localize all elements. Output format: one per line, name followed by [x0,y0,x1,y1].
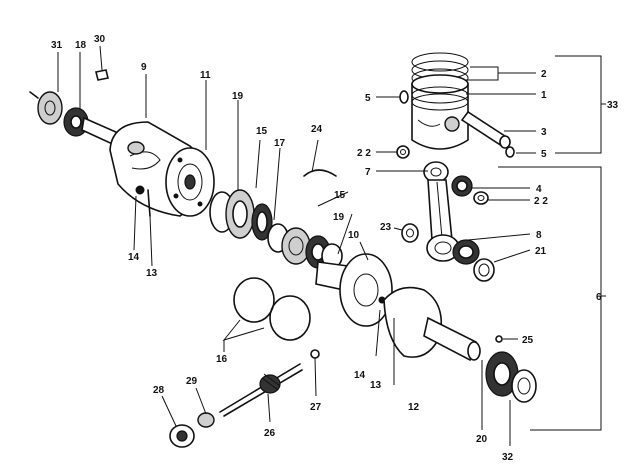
callout-19-lower: 19 [333,212,345,223]
crankshaft-icon [29,91,215,217]
big-end-bearing-icon [452,239,480,265]
callout-23: 23 [380,222,392,233]
callout-31: 31 [51,40,63,51]
callout-33: 33 [607,100,619,111]
piston-icon [411,52,469,150]
piston-pin-icon [460,110,511,149]
callout-14-right: 14 [354,370,366,381]
thrust-washer-icon [401,223,495,282]
callout-22-right: 2 2 [534,196,548,207]
callout-labels: 1 2 3 4 5 5 6 7 8 9 10 11 12 13 13 14 14… [51,34,619,463]
crankshaft-right-icon [315,253,481,362]
small-end-bearing-icon [451,175,473,197]
callout-29: 29 [186,376,198,387]
drive-gear-icon [169,349,320,448]
seal-ring-icon [233,277,311,341]
callout-26: 26 [264,428,276,439]
key-icon [95,69,109,81]
callout-21: 21 [535,246,547,257]
bearing-icon [209,189,343,269]
callout-24: 24 [311,124,323,135]
snap-ring-icon [303,169,337,177]
callout-9: 9 [141,62,147,73]
callout-10: 10 [348,230,360,241]
callout-12: 12 [408,402,420,413]
callout-1: 1 [541,90,547,101]
callout-30: 30 [94,34,106,45]
main-bearing-icon [485,335,537,403]
callout-22-left: 2 2 [357,148,371,159]
callout-32: 32 [502,452,514,463]
washer-icon [396,145,489,205]
callout-5-lower: 5 [541,149,547,160]
callout-19-upper: 19 [232,91,244,102]
callout-16: 16 [216,354,228,365]
callout-4: 4 [536,184,542,195]
callout-15-upper: 15 [256,126,268,137]
callout-8: 8 [536,230,542,241]
callout-11: 11 [200,70,211,81]
callout-2: 2 [541,69,547,80]
callout-13-left: 13 [146,268,158,279]
callout-6: 6 [596,292,602,303]
callout-14-left: 14 [128,252,140,263]
callout-5-upper: 5 [365,93,371,104]
callout-27: 27 [310,402,322,413]
callout-18: 18 [75,40,87,51]
leader-lines [57,45,606,446]
callout-3: 3 [541,127,547,138]
callout-15-lower: 15 [334,190,346,201]
callout-28: 28 [153,385,165,396]
callout-17: 17 [274,138,286,149]
callout-25: 25 [522,335,534,346]
callout-13-right: 13 [370,380,382,391]
connecting-rod-icon [423,161,460,262]
callout-20: 20 [476,434,488,445]
callout-7: 7 [365,167,371,178]
